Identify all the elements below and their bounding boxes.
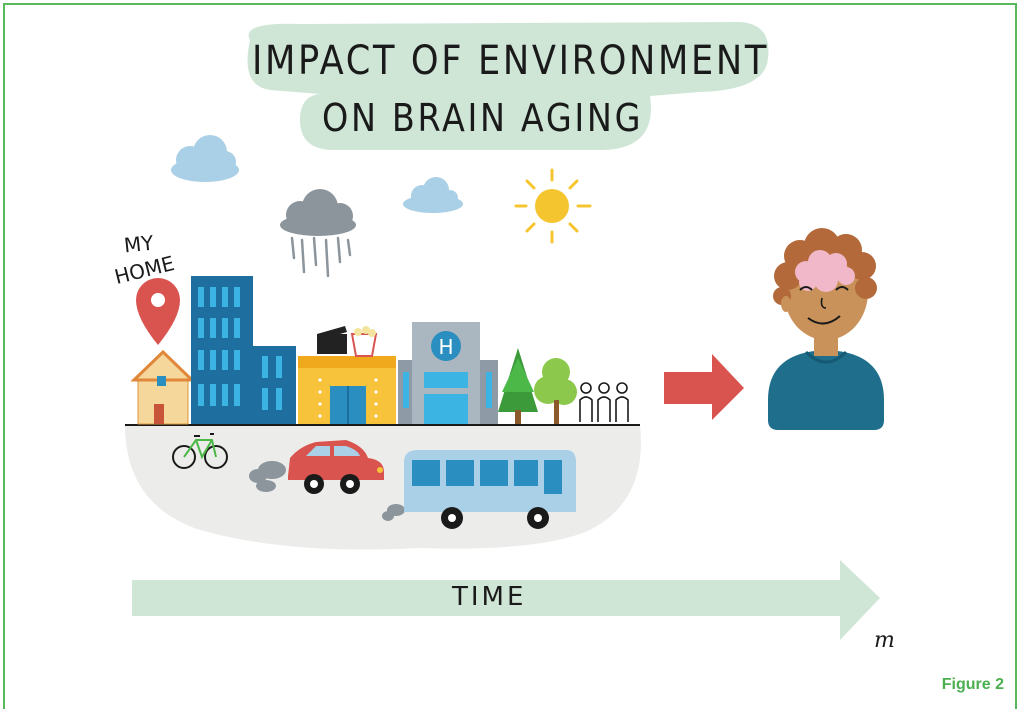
location-pin-icon	[136, 278, 180, 345]
cloud-icon	[403, 177, 463, 213]
rain-cloud-icon	[280, 189, 356, 278]
time-label: TIME	[452, 582, 527, 612]
office-building	[191, 276, 296, 424]
cloud-icon	[171, 135, 239, 182]
time-arrow	[132, 560, 880, 640]
bus-icon	[382, 450, 576, 529]
hospital-icon: H	[398, 322, 498, 424]
artist-signature: m	[874, 628, 895, 653]
hospital-sign: H	[438, 335, 453, 359]
title-line-2: ON BRAIN AGING	[322, 96, 644, 140]
home-label-line-1: MY	[122, 230, 155, 258]
cinema-icon	[298, 326, 396, 424]
figure-caption: Figure 2	[941, 676, 1004, 693]
people-icon	[579, 382, 629, 422]
bicycle-icon	[172, 433, 228, 469]
title-bubble	[247, 22, 769, 150]
tree-icon	[498, 348, 538, 424]
arrow-right-icon	[664, 354, 744, 420]
tree-icon	[534, 358, 577, 424]
person-icon	[768, 228, 884, 430]
title-line-1: IMPACT OF ENVIRONMENT	[252, 38, 770, 84]
car-icon	[249, 440, 384, 494]
figure-frame	[3, 3, 1017, 709]
sun-icon	[514, 168, 592, 244]
house-icon	[130, 349, 196, 425]
